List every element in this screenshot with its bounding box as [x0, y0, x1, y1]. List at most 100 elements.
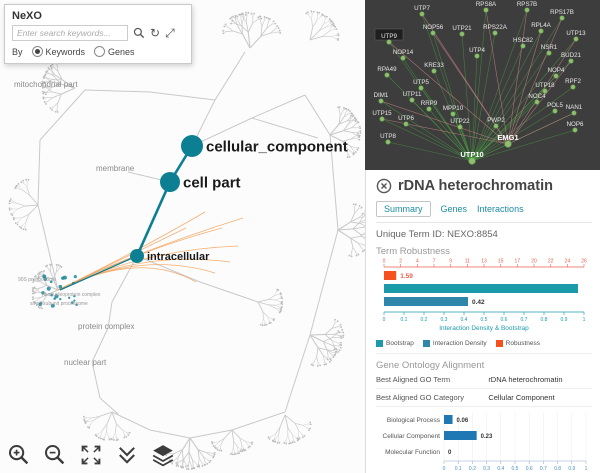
go-row-label: Best Aligned GO Category — [376, 393, 464, 402]
tab-interactions[interactable]: Interactions — [477, 204, 524, 214]
expand-icon[interactable]: ⤢ — [165, 26, 175, 40]
zoom-out-button[interactable] — [42, 443, 68, 469]
term-node-label[interactable]: intracellular — [147, 251, 210, 263]
gene-node[interactable] — [418, 85, 424, 91]
gene-node[interactable] — [538, 28, 544, 34]
gene-node[interactable] — [493, 123, 499, 129]
gene-node[interactable] — [553, 73, 559, 79]
cluster-node[interactable] — [49, 280, 53, 284]
go-category-label: Molecular Function — [385, 449, 440, 456]
cluster-node[interactable] — [73, 299, 76, 302]
term-node-label[interactable]: cellular_component — [206, 138, 348, 155]
gene-node[interactable] — [419, 11, 425, 17]
collapse-all-button[interactable] — [114, 443, 140, 469]
gene-node[interactable] — [403, 121, 409, 127]
tree-leaf — [293, 441, 296, 444]
tab-genes[interactable]: Genes — [440, 204, 468, 214]
gene-node[interactable] — [379, 116, 385, 122]
fit-to-screen-button[interactable] — [78, 443, 104, 469]
cluster-node[interactable] — [59, 297, 62, 301]
gene-node[interactable] — [552, 108, 558, 114]
close-icon[interactable] — [376, 178, 392, 194]
zoom-in-button[interactable] — [6, 443, 32, 469]
gene-node[interactable] — [400, 55, 406, 61]
gene-node[interactable] — [474, 53, 480, 59]
gene-node[interactable] — [504, 140, 512, 148]
cluster-node[interactable] — [50, 293, 53, 297]
cluster-node[interactable] — [62, 275, 67, 280]
cluster-node[interactable] — [73, 295, 76, 298]
term-node[interactable] — [130, 249, 144, 263]
term-node[interactable] — [181, 135, 203, 157]
gene-node[interactable] — [570, 84, 576, 90]
gene-node[interactable] — [520, 43, 526, 49]
bottom-axis-tick: 0.8 — [541, 317, 548, 323]
cluster-node[interactable] — [54, 294, 59, 299]
gene-node[interactable] — [431, 68, 437, 74]
term-node[interactable] — [160, 172, 180, 192]
tree-leaf — [43, 75, 46, 78]
term-node-label[interactable]: cell part — [183, 174, 241, 191]
gene-node[interactable] — [568, 58, 574, 64]
tab-summary[interactable]: Summary — [376, 201, 431, 217]
cluster-node[interactable] — [50, 303, 55, 308]
radio-genes[interactable]: Genes — [94, 46, 135, 57]
cluster-node[interactable] — [46, 286, 51, 291]
gene-node[interactable] — [384, 72, 390, 78]
gene-node[interactable] — [573, 36, 579, 42]
search-icon[interactable] — [133, 27, 145, 39]
gene-node-label: KRE33 — [424, 62, 444, 69]
tree-leaf — [359, 127, 362, 130]
gene-node[interactable] — [457, 124, 463, 130]
search-input[interactable] — [12, 25, 128, 41]
gene-node[interactable] — [409, 97, 415, 103]
gene-node[interactable] — [534, 99, 540, 105]
cluster-node[interactable] — [67, 296, 71, 299]
go-bar[interactable] — [444, 431, 477, 440]
gene-node[interactable] — [459, 31, 465, 37]
bar-bootstrap[interactable] — [384, 284, 578, 293]
cluster-node[interactable] — [73, 275, 77, 279]
gene-node[interactable] — [542, 88, 548, 94]
radio-keywords[interactable]: Keywords — [31, 46, 85, 57]
bar-robustness[interactable] — [384, 271, 397, 280]
gene-node[interactable] — [468, 157, 476, 165]
gene-node[interactable] — [559, 15, 565, 21]
gene-node[interactable] — [572, 127, 578, 133]
gene-node[interactable] — [385, 139, 391, 145]
layers-button[interactable] — [150, 443, 176, 469]
cluster-node[interactable] — [75, 303, 78, 307]
fit-to-screen-icon — [81, 445, 101, 465]
cluster-node[interactable] — [53, 297, 56, 300]
tree-leaf — [20, 227, 23, 230]
gene-node[interactable] — [492, 30, 498, 36]
cluster-node[interactable] — [41, 291, 45, 295]
gene-node[interactable] — [426, 106, 432, 112]
go-bar[interactable] — [444, 415, 453, 424]
tree-leaf — [186, 464, 189, 467]
cluster-node[interactable] — [58, 284, 63, 289]
gene-node[interactable] — [524, 7, 530, 13]
gene-node[interactable] — [483, 7, 489, 13]
tree-edge — [56, 65, 59, 72]
radio-genes-circle[interactable] — [94, 46, 106, 57]
cluster-node[interactable] — [42, 274, 47, 279]
gene-node[interactable] — [546, 50, 552, 56]
cluster-node[interactable] — [43, 277, 48, 281]
gene-node[interactable] — [386, 39, 392, 45]
gene-node[interactable] — [430, 30, 436, 36]
cluster-node[interactable] — [70, 301, 74, 305]
radio-keywords-circle[interactable] — [31, 46, 43, 57]
gene-node[interactable] — [450, 111, 456, 117]
cluster-node[interactable] — [39, 301, 43, 305]
tree-edge — [51, 69, 56, 75]
tree-leaf — [236, 15, 239, 18]
bar-interaction-density[interactable] — [384, 297, 468, 306]
gene-node[interactable] — [571, 110, 577, 116]
reset-icon[interactable]: ↻ — [150, 26, 161, 40]
gene-node[interactable] — [378, 98, 384, 104]
